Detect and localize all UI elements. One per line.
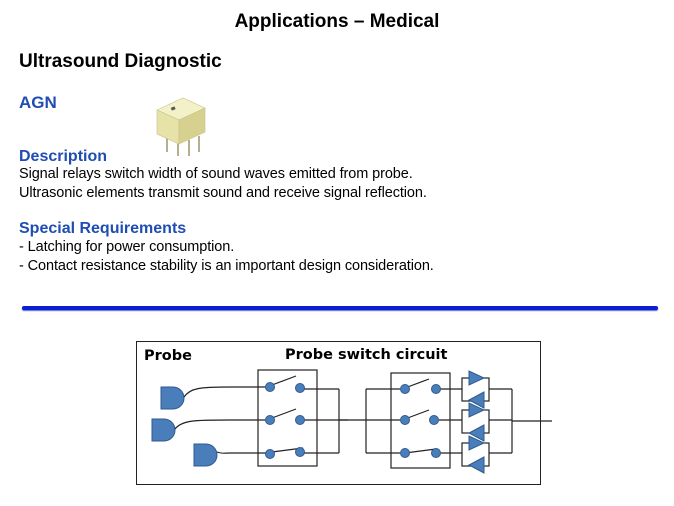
contact-dot (295, 415, 305, 425)
contact-dot (431, 448, 441, 458)
relay-image (156, 97, 206, 156)
requirement-item: - Latching for power consumption. (19, 239, 235, 255)
contact-dot (400, 384, 410, 394)
rx-amplifier (467, 456, 485, 474)
requirements-heading: Special Requirements (19, 220, 187, 237)
contact-dot (265, 449, 275, 459)
description-heading: Description (19, 148, 108, 165)
tx-amplifier (468, 370, 486, 386)
circuit-label: Probe switch circuit (285, 347, 448, 363)
divider-line (22, 306, 658, 310)
contact-dot (265, 382, 275, 392)
tx-amplifier (468, 402, 486, 418)
contact-dot (429, 415, 439, 425)
tx-amplifier (468, 435, 486, 451)
description-line: Signal relays switch width of sound wave… (19, 166, 413, 182)
slide-title: Applications – Medical (234, 11, 440, 32)
contact-dot (400, 415, 410, 425)
contact-dot (295, 383, 305, 393)
description-line: Ultrasonic elements transmit sound and r… (19, 185, 427, 201)
probe-element-1 (160, 386, 185, 410)
probe-element-2 (151, 418, 176, 442)
probe-switch-diagram: Probe Probe switch circuit (136, 341, 552, 485)
contact-dot (265, 415, 275, 425)
product-model: AGN (19, 93, 57, 112)
probe-label: Probe (144, 348, 192, 364)
contact-dot (400, 448, 410, 458)
contact-dot (295, 447, 305, 457)
contact-dot (431, 384, 441, 394)
requirement-item: - Contact resistance stability is an imp… (19, 258, 434, 274)
rx-amplifier (467, 424, 485, 442)
probe-element-3 (193, 443, 218, 467)
slide-subtitle: Ultrasound Diagnostic (19, 51, 222, 72)
rx-amplifier (467, 391, 485, 409)
